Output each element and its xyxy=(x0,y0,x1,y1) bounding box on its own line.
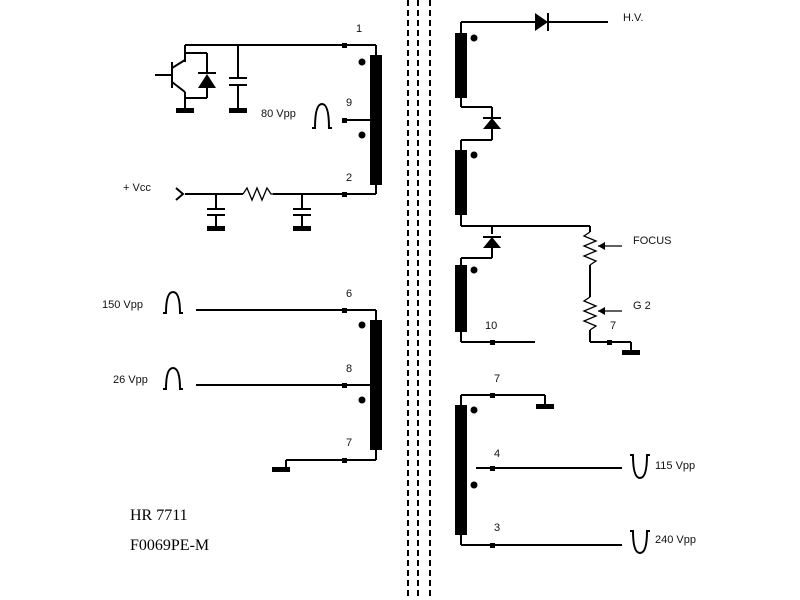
polarity-dot xyxy=(358,396,366,404)
hv-winding-core xyxy=(455,33,467,98)
ground-icon xyxy=(536,395,554,409)
npn-transistor-icon xyxy=(155,45,194,113)
secondary-winding-core xyxy=(455,405,467,535)
pin-label: 6 xyxy=(346,288,352,300)
pin-label: 1 xyxy=(356,23,362,35)
polarity-dot xyxy=(470,481,478,489)
pulse-waveform-icon xyxy=(312,102,332,129)
pin-label: 9 xyxy=(346,97,352,109)
pin-label: 7 xyxy=(346,437,352,449)
part-model-label: HR 7711 xyxy=(130,507,188,524)
pulse-waveform-icon xyxy=(630,530,650,555)
signal-label-80vpp: 80 Vpp xyxy=(261,108,296,120)
auxiliary-transformer-section: 6 8 7 150 Vpp 26 Vpp xyxy=(102,288,382,472)
high-voltage-secondary-section: H.V. 10 xyxy=(455,12,672,355)
polarity-dot xyxy=(358,58,366,66)
potentiometer-icon xyxy=(582,231,622,266)
polarity-dot xyxy=(470,34,478,42)
pulse-waveform-icon xyxy=(163,366,183,390)
ground-icon xyxy=(622,342,640,355)
hv-winding-core xyxy=(455,150,467,215)
part-code-label: F0069PE-M xyxy=(130,537,209,554)
ground-icon xyxy=(272,460,290,472)
pin-label: 7 xyxy=(494,373,500,385)
primary-transformer-section: 1 9 2 80 Vpp + Vcc xyxy=(123,23,382,231)
capacitor-icon xyxy=(293,194,311,231)
signal-label-240vpp: 240 Vpp xyxy=(655,534,696,546)
isolation-barrier xyxy=(407,0,431,600)
pin-label: 7 xyxy=(610,320,616,332)
vcc-input-icon xyxy=(175,187,185,201)
resistor-icon xyxy=(242,186,276,202)
capacitor-icon xyxy=(207,194,225,231)
capacitor-icon xyxy=(229,45,247,113)
focus-label: FOCUS xyxy=(633,235,672,247)
pin-label: 8 xyxy=(346,363,352,375)
hv-winding-core xyxy=(455,265,467,332)
pin-label: 10 xyxy=(485,320,497,332)
diode-icon xyxy=(535,13,549,31)
polarity-dot xyxy=(470,151,478,159)
pin-label: 3 xyxy=(494,522,500,534)
diode-icon xyxy=(483,236,501,248)
hv-output-label: H.V. xyxy=(623,12,643,24)
pulse-waveform-icon xyxy=(163,290,183,314)
damper-diode-icon xyxy=(185,52,216,99)
diode-icon xyxy=(483,117,501,129)
signal-label-vcc: + Vcc xyxy=(123,182,151,194)
pulse-waveform-icon xyxy=(630,454,650,480)
signal-label-115vpp: 115 Vpp xyxy=(655,460,695,472)
polarity-dot xyxy=(358,131,366,139)
polarity-dot xyxy=(470,266,478,274)
potentiometer-icon xyxy=(582,296,622,331)
pin-label: 4 xyxy=(494,448,500,460)
signal-label-150vpp: 150 Vpp xyxy=(102,299,143,311)
low-voltage-secondary-section: 7 4 3 115 Vpp 240 Vpp xyxy=(455,373,696,555)
pin-label: 2 xyxy=(346,172,352,184)
g2-label: G 2 xyxy=(633,300,651,312)
polarity-dot xyxy=(470,406,478,414)
polarity-dot xyxy=(358,321,366,329)
signal-label-26vpp: 26 Vpp xyxy=(113,374,148,386)
